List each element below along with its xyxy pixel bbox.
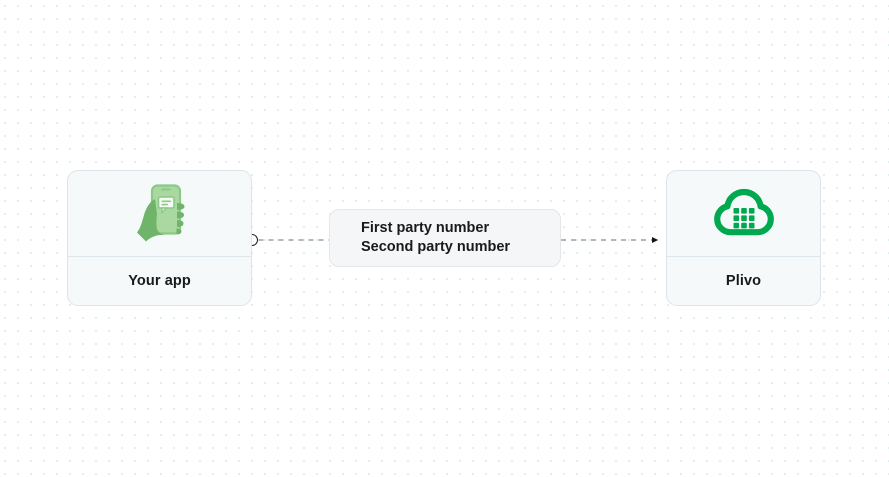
edge-label-box[interactable]: First party number Second party number [329,209,561,267]
plivo-cloud-grid-icon [713,188,774,235]
node-your-app-label-area: Your app [68,257,251,305]
node-your-app-icon-area [68,171,251,257]
node-plivo-label: Plivo [725,273,762,289]
node-your-app-label: Your app [128,273,191,289]
edge-label-line-1: First party number [361,220,490,236]
node-plivo-icon-area [667,171,820,257]
edge-label-line-2: Second party number [361,239,511,255]
node-plivo[interactable]: Plivo [666,170,821,306]
hand-holding-phone-message-icon [136,183,184,241]
node-plivo-label-area: Plivo [667,257,820,305]
node-your-app[interactable]: Your app [67,170,252,306]
